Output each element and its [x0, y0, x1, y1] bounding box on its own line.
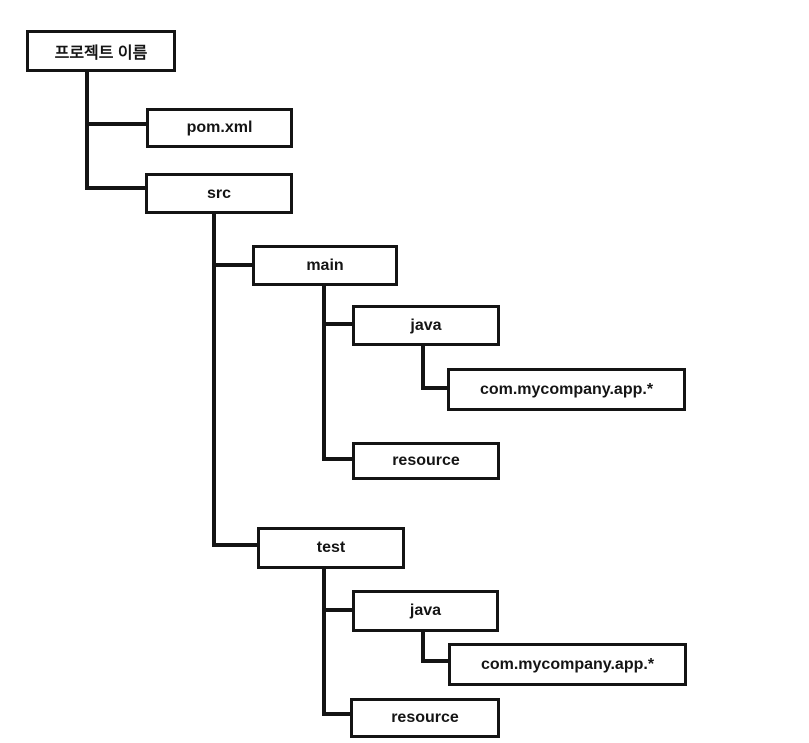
- connector-test-to-resource: [322, 712, 350, 716]
- connector-main-to-resource: [322, 457, 352, 461]
- node-src: src: [145, 173, 293, 214]
- node-test-package: com.mycompany.app.*: [448, 643, 687, 686]
- connector-main-to-java: [322, 322, 352, 326]
- connector-src-trunk: [212, 214, 216, 547]
- connector-test-to-java: [322, 608, 352, 612]
- connector-main-java-to-package: [421, 386, 447, 390]
- node-main: main: [252, 245, 398, 286]
- node-test-java: java: [352, 590, 499, 632]
- node-project-name: 프로젝트 이름: [26, 30, 176, 72]
- connector-src-to-main: [212, 263, 252, 267]
- node-main-package: com.mycompany.app.*: [447, 368, 686, 411]
- connector-project-to-src: [85, 186, 145, 190]
- connector-project-to-pom: [85, 122, 146, 126]
- connector-main-trunk: [322, 286, 326, 461]
- connector-test-java-to-package: [421, 659, 448, 663]
- node-main-java: java: [352, 305, 500, 346]
- node-test-resource: resource: [350, 698, 500, 738]
- connector-main-java-trunk: [421, 346, 425, 390]
- node-main-resource: resource: [352, 442, 500, 480]
- connector-project-trunk: [85, 72, 89, 190]
- node-pom-xml: pom.xml: [146, 108, 293, 148]
- connector-test-java-trunk: [421, 632, 425, 663]
- connector-test-trunk: [322, 569, 326, 716]
- connector-src-to-test: [212, 543, 257, 547]
- node-test: test: [257, 527, 405, 569]
